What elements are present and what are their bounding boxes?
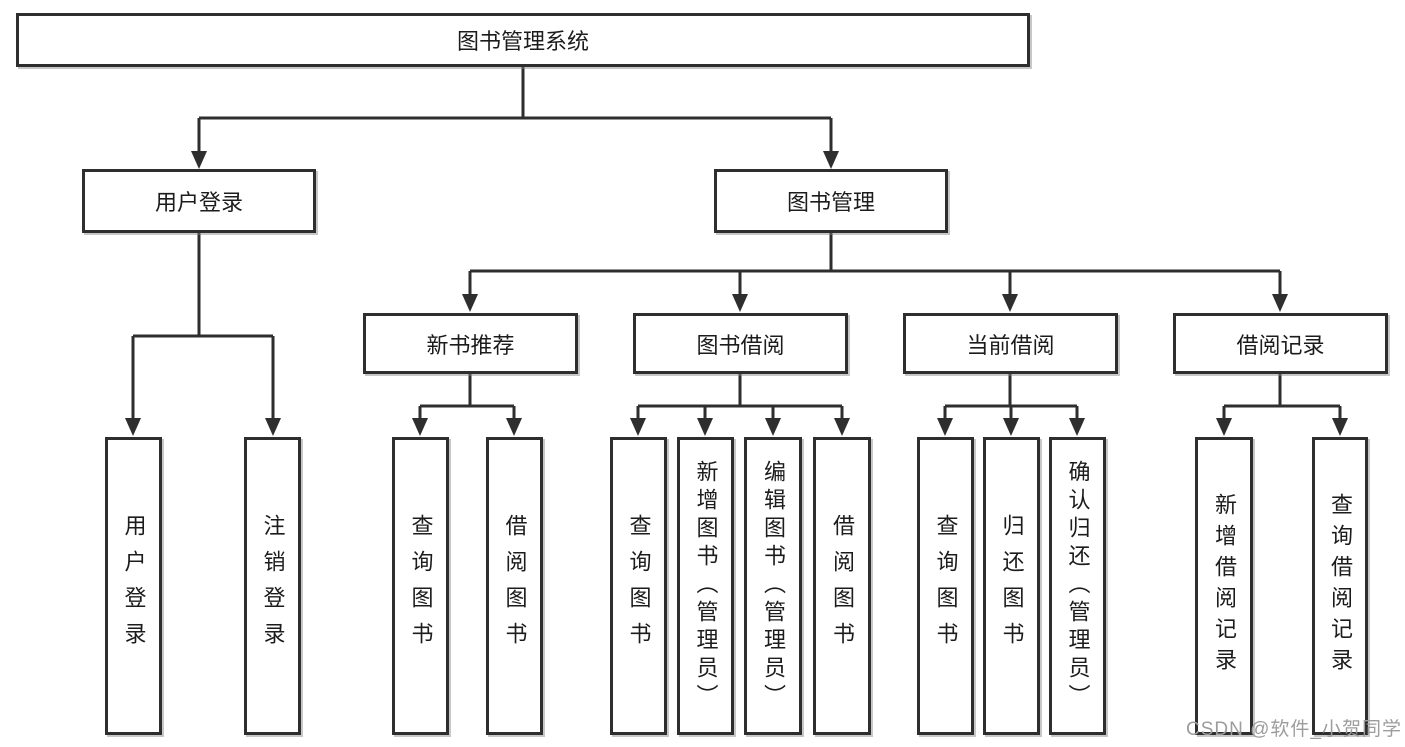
connector-root-to-level2 [191,66,839,169]
leaf-current-query-book: 查询图书 [917,437,974,735]
leaf-newbook-query-book: 查询图书 [392,437,449,735]
root-node: 图书管理系统 [16,13,1030,67]
leaf-current-return-book: 归还图书 [983,437,1040,735]
connector-borrow-records-to-leaves [1216,374,1348,436]
connector-current-borrow-to-leaves [937,374,1085,436]
leaf-borrow-add-book-admin: 新增图书（管理员） [677,437,734,735]
leaf-record-add-borrow-record: 新增借阅记录 [1195,437,1253,735]
connector-book-management-to-level3 [462,233,1288,312]
leaf-logout-login: 注销登录 [244,437,301,735]
node-book-management: 图书管理 [714,169,948,233]
leaf-borrow-edit-book-admin: 编辑图书（管理员） [744,437,802,735]
connector-book-borrow-to-leaves [630,373,850,436]
connector-user-login-to-leaves [125,233,281,436]
leaf-borrow-borrow-book: 借阅图书 [813,437,871,735]
csdn-watermark: CSDN @软件_小贺同学 [1186,719,1402,740]
node-borrow-records: 借阅记录 [1173,313,1388,374]
node-new-book-recommend: 新书推荐 [363,313,578,374]
node-current-borrow: 当前借阅 [903,313,1118,374]
node-book-borrow: 图书借阅 [633,313,848,374]
leaf-borrow-query-book: 查询图书 [610,437,667,735]
leaf-record-query-borrow-record: 查询借阅记录 [1312,437,1368,735]
node-user-login: 用户登录 [82,169,316,233]
leaf-newbook-borrow-book: 借阅图书 [486,437,543,735]
connector-new-book-to-leaves [412,374,522,436]
leaf-current-confirm-return-admin: 确认归还（管理员） [1049,437,1106,735]
leaf-user-login: 用户登录 [105,437,162,735]
